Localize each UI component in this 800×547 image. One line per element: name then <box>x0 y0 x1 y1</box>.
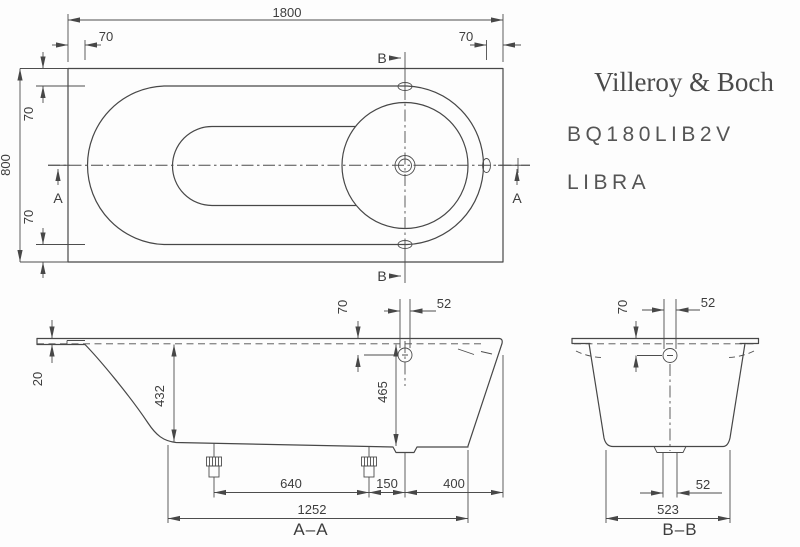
aa-dim-foot-to-drain: 150 <box>376 476 398 491</box>
aa-dim-depth-drain: 465 <box>375 381 390 403</box>
section-aa-view: 70 52 465 432 20 640 150 400 1252 A–A <box>30 296 504 539</box>
foot-right <box>361 446 377 498</box>
foot-left <box>206 443 222 498</box>
bb-dim-overflow-offset: 70 <box>615 300 630 314</box>
brand-block: Villeroy & Boch BQ180LIB2V LIBRA <box>567 67 774 194</box>
dim-width: 800 <box>0 154 13 176</box>
aa-dim-overflow-offset: 70 <box>335 300 350 314</box>
bb-dim-drain-width: 52 <box>696 477 710 492</box>
aa-dim-rim-thickness: 20 <box>30 372 45 386</box>
brand-series: LIBRA <box>567 171 650 194</box>
marker-b-bottom: B <box>377 268 386 284</box>
plan-view: 1800 70 70 800 70 70 B B A A <box>0 5 530 284</box>
dim-rim-bottom: 70 <box>21 210 36 224</box>
dim-length: 1800 <box>273 5 302 20</box>
brand-model: BQ180LIB2V <box>567 123 735 146</box>
section-bb-label: B–B <box>662 520 697 539</box>
marker-b-top: B <box>377 50 386 66</box>
dim-rim-right: 70 <box>459 29 473 44</box>
dim-rim-left: 70 <box>99 29 113 44</box>
brand-logo: Villeroy & Boch <box>594 67 774 97</box>
aa-dim-drain-to-end: 400 <box>443 476 465 491</box>
bb-dim-base-width: 523 <box>657 502 679 517</box>
dim-rim-top: 70 <box>21 107 36 121</box>
marker-a-right: A <box>512 190 522 206</box>
aa-dim-depth-back: 432 <box>152 385 167 407</box>
aa-dim-feet-spacing: 640 <box>280 476 302 491</box>
aa-dim-base-length: 1252 <box>298 502 327 517</box>
section-aa-label: A–A <box>293 520 328 539</box>
bb-dim-overflow-width: 52 <box>701 295 715 310</box>
aa-dim-overflow-width: 52 <box>437 296 451 311</box>
section-bb-view: 70 52 52 523 B–B <box>571 295 760 539</box>
marker-a-left: A <box>53 190 63 206</box>
